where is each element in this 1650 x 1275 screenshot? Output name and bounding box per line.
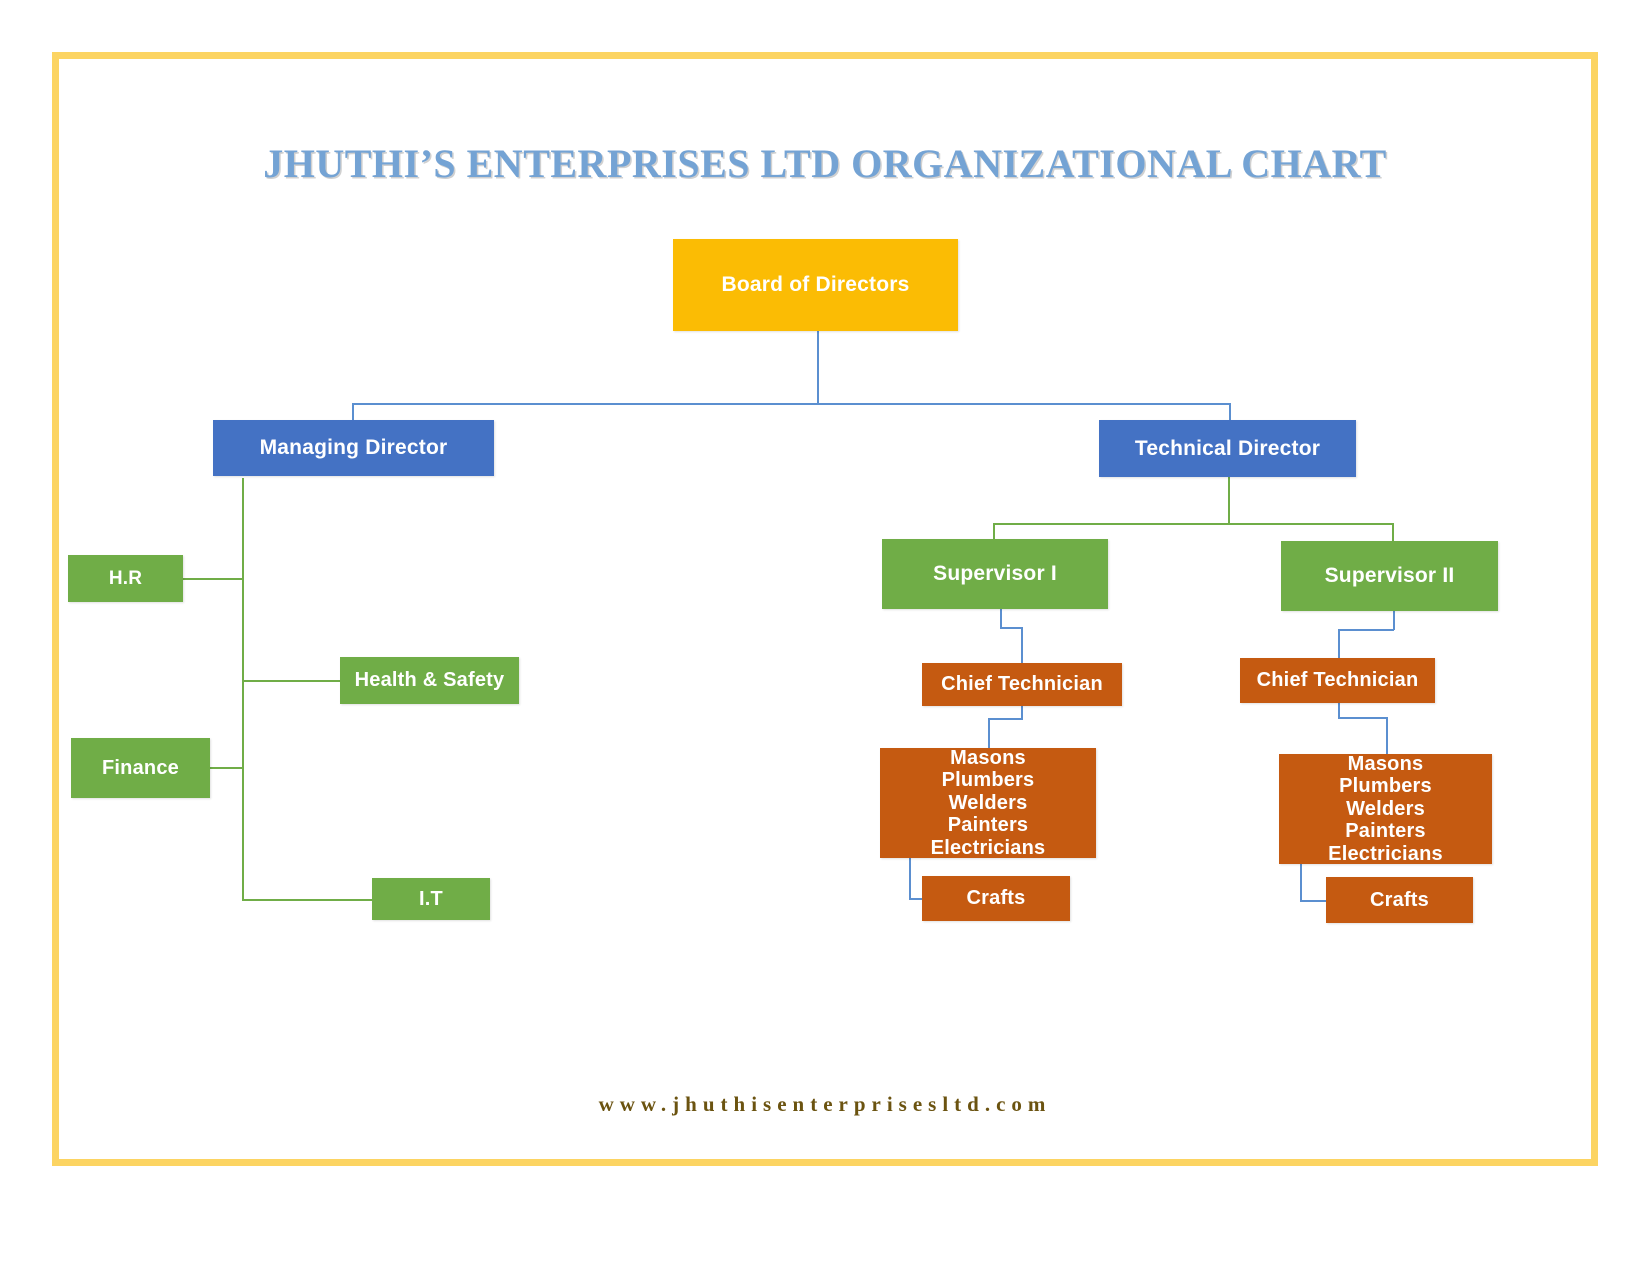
node-label: Board of Directors xyxy=(721,273,910,297)
node-label: Supervisor I xyxy=(933,562,1057,586)
node-label: Finance xyxy=(102,756,179,779)
connector-managing-to-finance xyxy=(209,767,243,769)
connector-managing-to-health xyxy=(242,680,341,682)
trade-item-electricians: Electricians xyxy=(930,836,1046,859)
node-trade-list: Masons Plumbers Welders Painters Electri… xyxy=(880,747,1096,859)
connector-chief2-step xyxy=(1338,717,1387,719)
node-supervisor-1[interactable]: Supervisor I xyxy=(882,539,1108,609)
connector-managing-spine xyxy=(242,478,244,900)
node-trade-list: Masons Plumbers Welders Painters Electri… xyxy=(1279,753,1492,865)
node-managing-director[interactable]: Managing Director xyxy=(213,420,494,476)
connector-technical-bus xyxy=(993,523,1393,525)
node-hr[interactable]: H.R xyxy=(68,555,183,602)
trade-item-painters: Painters xyxy=(947,814,1029,837)
connector-managing-to-it xyxy=(242,899,373,901)
connector-board-bus xyxy=(352,403,1231,405)
connector-chief1-step xyxy=(988,718,1023,720)
connector-trades2-to-crafts2 xyxy=(1300,900,1327,902)
node-label: Supervisor II xyxy=(1324,564,1455,588)
connector-sup1-to-chief1 xyxy=(1021,627,1023,664)
node-finance[interactable]: Finance xyxy=(71,738,210,798)
trade-item-electricians: Electricians xyxy=(1328,842,1443,865)
node-label: Chief Technician xyxy=(1256,669,1419,692)
trade-item-masons: Masons xyxy=(950,747,1026,770)
node-supervisor-2[interactable]: Supervisor II xyxy=(1281,541,1498,611)
node-it[interactable]: I.T xyxy=(372,878,490,920)
connector-sup2-to-chief2 xyxy=(1338,629,1340,659)
connector-sup1-step xyxy=(1000,627,1022,629)
node-technical-director[interactable]: Technical Director xyxy=(1099,420,1356,477)
connector-board-to-managing xyxy=(352,403,354,421)
connector-sup2-step xyxy=(1338,629,1394,631)
trade-item-welders: Welders xyxy=(1346,797,1425,820)
connector-technical-to-sup2 xyxy=(1392,523,1394,549)
trade-item-painters: Painters xyxy=(1345,820,1426,843)
connector-sup1-stem xyxy=(1000,608,1002,628)
node-label: I.T xyxy=(419,887,443,910)
page-title: JHUTHI’S ENTERPRISES LTD ORGANIZATIONAL … xyxy=(263,141,1387,186)
connector-chief1-to-trades1 xyxy=(988,718,990,749)
website-url: www.jhuthisenterprisesltd.com xyxy=(598,1092,1052,1116)
node-health-and-safety[interactable]: Health & Safety xyxy=(340,657,519,704)
connector-trades1-stem xyxy=(909,858,911,899)
trade-item-plumbers: Plumbers xyxy=(941,769,1035,792)
node-trades-2[interactable]: Masons Plumbers Welders Painters Electri… xyxy=(1279,753,1492,865)
node-label: Health & Safety xyxy=(354,669,505,692)
connector-board-stem xyxy=(817,330,819,404)
node-crafts-1[interactable]: Crafts xyxy=(922,876,1070,921)
trade-item-welders: Welders xyxy=(948,791,1028,814)
node-label: H.R xyxy=(108,567,143,589)
node-chief-technician-1[interactable]: Chief Technician xyxy=(922,663,1122,706)
connector-trades1-to-crafts1 xyxy=(909,898,923,900)
node-label: Managing Director xyxy=(259,436,448,460)
trade-item-masons: Masons xyxy=(1347,753,1424,776)
connector-sup2-stem xyxy=(1393,610,1395,630)
connector-chief2-stem xyxy=(1338,702,1340,718)
connector-chief2-to-trades2 xyxy=(1386,717,1388,755)
node-board-of-directors[interactable]: Board of Directors xyxy=(673,239,958,331)
connector-chief1-stem xyxy=(1021,705,1023,719)
node-chief-technician-2[interactable]: Chief Technician xyxy=(1240,658,1435,703)
node-label: Chief Technician xyxy=(941,673,1103,696)
connector-trades2-stem xyxy=(1300,862,1302,901)
connector-managing-to-hr xyxy=(182,578,243,580)
node-trades-1[interactable]: Masons Plumbers Welders Painters Electri… xyxy=(880,747,1096,859)
connector-technical-stem xyxy=(1228,477,1230,524)
node-label: Crafts xyxy=(966,887,1026,910)
node-label: Crafts xyxy=(1370,888,1429,911)
trade-item-plumbers: Plumbers xyxy=(1339,775,1432,798)
connector-board-to-technical xyxy=(1229,403,1231,421)
node-label: Technical Director xyxy=(1134,436,1321,460)
node-crafts-2[interactable]: Crafts xyxy=(1326,877,1473,923)
connector-technical-to-sup1 xyxy=(993,523,995,545)
